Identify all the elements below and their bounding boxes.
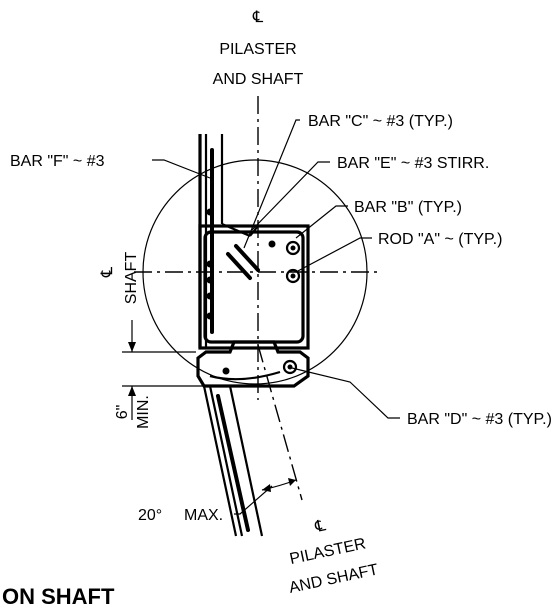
callout-bar-b: BAR "B" (TYP.) [354,199,462,216]
angle-dim-arrowhead-right [288,478,296,486]
bar-e-stirrup [203,230,305,344]
rod-a-middle-right-core [290,273,296,279]
bar-b-dot-5 [206,312,214,320]
lower-pilaster-right-face [228,385,264,537]
min-dim-arrowhead-top [128,342,136,352]
bottom-centerline-label-line2: AND SHAFT [288,561,380,597]
min-dim-label: MIN. [135,395,152,429]
min-dim-value: 6" [114,405,131,420]
bar-b-dot-4 [206,292,214,300]
main-core-block [198,224,310,350]
callout-bar-d: BAR "D" ~ #3 (TYP.) [407,411,552,428]
rod-lower-cap-core [287,364,293,370]
leader-rod-a [295,237,372,273]
angle-dim-value: 20° [138,507,162,524]
lower-pilaster-left-face-inner [208,385,244,537]
bottom-centerline-label-line1: PILASTER [288,535,367,568]
lower-pilaster-left-face [202,385,238,537]
angle-dim-leader [234,485,273,515]
lower-cap-plate [196,340,310,388]
callout-rod-a: ROD "A" ~ (TYP.) [378,231,502,248]
bar-b-dot-1 [206,208,214,216]
bar-b-dot-2 [206,260,214,268]
drawing-title-fragment: ON SHAFT [2,584,115,608]
leader-bar-d [291,367,400,419]
min-dim-arrowhead-bottom [128,386,136,396]
bar-d-inclined-run [216,394,250,532]
rod-lower-cap [282,359,298,375]
rod-a-middle-right [285,268,301,284]
leader-bar-c [243,119,300,249]
rod-a-upper-right-core [290,245,296,251]
top-centerline-symbol: ℄ [252,9,264,26]
leader-bar-e [251,161,330,231]
bar-b-dot-6 [268,240,276,248]
leader-bar-f [152,159,211,179]
bar-b-dot-3 [206,276,214,284]
callout-bar-c: BAR "C" ~ #3 (TYP.) [308,113,453,130]
pilaster-inclined-centerline [257,344,303,501]
rod-a-upper-right [285,240,301,256]
bar-c-diagonal-a [234,244,260,272]
callout-bar-f: BAR "F" ~ #3 [10,153,105,170]
lower-cap-inner-bar [209,370,281,381]
shaft-centerline-label: SHAFT [123,252,140,305]
angle-dim-arrowhead-left [262,484,271,492]
bottom-centerline-symbol: ℄ [313,517,328,536]
top-centerline-label-line2: AND SHAFT [213,71,304,88]
bar-d-dot [222,367,230,375]
leader-bar-b [295,205,348,239]
callout-bar-e: BAR "E" ~ #3 STIRR. [337,155,489,172]
bar-c-diagonal-b [226,252,252,280]
bottom-centerline-label-group: ℄ PILASTER AND SHAFT [288,517,380,597]
shaft-centerline-symbol: ℄ [99,266,116,278]
top-centerline-label-line1: PILASTER [219,41,296,58]
angle-dim-label: MAX. [184,507,223,524]
